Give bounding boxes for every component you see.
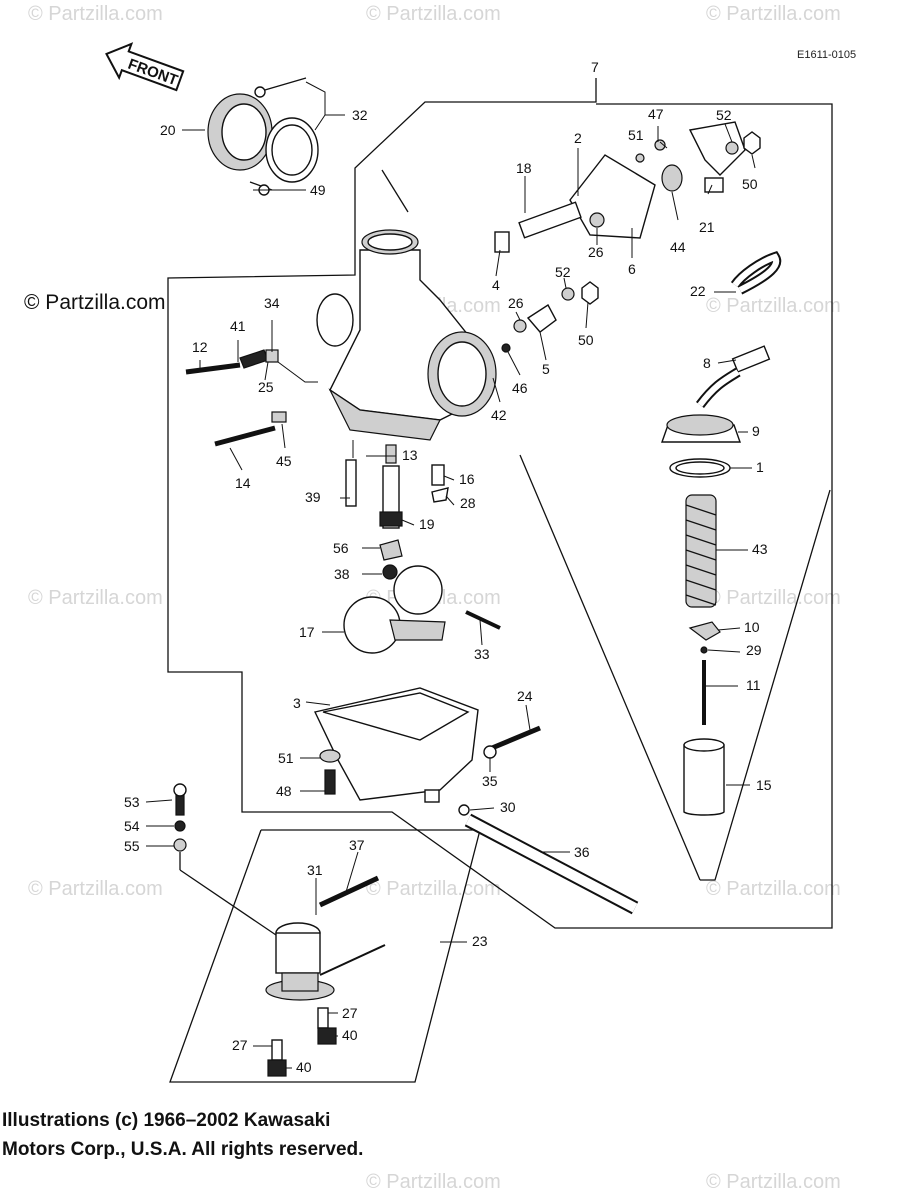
callout-31: 31 [307, 862, 323, 878]
callout-52: 52 [555, 264, 571, 280]
callout-51: 51 [278, 750, 294, 766]
callout-40: 40 [296, 1059, 312, 1075]
callout-14: 14 [235, 475, 251, 491]
callout-38: 38 [334, 566, 350, 582]
callout-52: 52 [716, 107, 732, 123]
watermark: © Partzilla.com [706, 587, 841, 609]
watermark: © Partzilla.com [366, 878, 501, 900]
callout-1: 1 [756, 459, 764, 475]
callout-35: 35 [482, 773, 498, 789]
callout-20: 20 [160, 122, 176, 138]
callout-9: 9 [752, 423, 760, 439]
adjuster-screws [185, 349, 287, 447]
carburetor-body [316, 229, 497, 441]
callout-43: 43 [752, 541, 768, 557]
callout-27: 27 [232, 1037, 248, 1053]
callout-4: 4 [492, 277, 500, 293]
callout-22: 22 [690, 283, 706, 299]
callout-37: 37 [349, 837, 365, 853]
callout-28: 28 [460, 495, 476, 511]
top-cover-parts [494, 121, 761, 353]
callout-34: 34 [264, 295, 280, 311]
callout-12: 12 [192, 339, 208, 355]
callout-18: 18 [516, 160, 532, 176]
callout-26: 26 [508, 295, 524, 311]
callout-24: 24 [517, 688, 533, 704]
callout-36: 36 [574, 844, 590, 860]
copyright-line: Motors Corp., U.S.A. All rights reserved… [2, 1139, 364, 1160]
callout-50: 50 [742, 176, 758, 192]
fuel-pump [173, 783, 386, 1077]
float-bowl [313, 687, 541, 803]
callout-8: 8 [703, 355, 711, 371]
callout-42: 42 [491, 407, 507, 423]
callout-11: 11 [746, 677, 761, 693]
callout-13: 13 [402, 447, 418, 463]
slide-assembly [661, 251, 782, 816]
callout-56: 56 [333, 540, 349, 556]
drain-hose [458, 804, 639, 915]
callout-33: 33 [474, 646, 490, 662]
callout-53: 53 [124, 794, 140, 810]
callout-26: 26 [588, 244, 604, 260]
leader-lines [145, 81, 756, 1069]
callout-48: 48 [276, 783, 292, 799]
callout-49: 49 [310, 182, 326, 198]
callout-46: 46 [512, 380, 528, 396]
watermark: © Partzilla.com [706, 3, 841, 25]
callout-23: 23 [472, 933, 488, 949]
callout-27: 27 [342, 1005, 358, 1021]
watermark: © Partzilla.com [706, 295, 841, 317]
callout-40: 40 [342, 1027, 358, 1043]
callout-16: 16 [459, 471, 475, 487]
copyright-notice: Illustrations (c) 1966–2002 Kawasaki Mot… [2, 1106, 363, 1164]
watermark: © Partzilla.com [28, 587, 163, 609]
jets [345, 444, 449, 580]
callout-5: 5 [542, 361, 550, 377]
callout-44: 44 [670, 239, 686, 255]
assembly-boundary [167, 78, 833, 1083]
callout-15: 15 [756, 777, 772, 793]
site-watermark: © Partzilla.com [24, 291, 166, 314]
callout-10: 10 [744, 619, 760, 635]
callout-29: 29 [746, 642, 762, 658]
intake-adapter [207, 77, 319, 196]
callout-labels: 1 2 3 4 5 6 7 8 9 10 11 12 13 14 15 16 1… [124, 59, 772, 1075]
copyright-line: Illustrations (c) 1966–2002 Kawasaki [2, 1110, 331, 1131]
callout-17: 17 [299, 624, 315, 640]
callout-51: 51 [628, 127, 644, 143]
watermark: © Partzilla.com [28, 3, 163, 25]
callout-32: 32 [352, 107, 368, 123]
watermark: © Partzilla.com [366, 3, 501, 25]
front-arrow-icon: FRONT [105, 42, 185, 92]
callout-55: 55 [124, 838, 140, 854]
diagram-code: E1611-0105 [797, 49, 856, 61]
callout-2: 2 [574, 130, 582, 146]
watermark: © Partzilla.com [28, 878, 163, 900]
callout-30: 30 [500, 799, 516, 815]
callout-19: 19 [419, 516, 435, 532]
callout-7: 7 [591, 59, 599, 75]
callout-41: 41 [230, 318, 246, 334]
callout-54: 54 [124, 818, 140, 834]
callout-3: 3 [293, 695, 301, 711]
float [343, 565, 501, 654]
watermark: © Partzilla.com [706, 878, 841, 900]
watermark: © Partzilla.com [706, 1171, 841, 1193]
watermark: © Partzilla.com [366, 1171, 501, 1193]
callout-39: 39 [305, 489, 321, 505]
callout-25: 25 [258, 379, 274, 395]
callout-6: 6 [628, 261, 636, 277]
callout-50: 50 [578, 332, 594, 348]
callout-47: 47 [648, 106, 664, 122]
callout-21: 21 [699, 219, 715, 235]
callout-45: 45 [276, 453, 292, 469]
